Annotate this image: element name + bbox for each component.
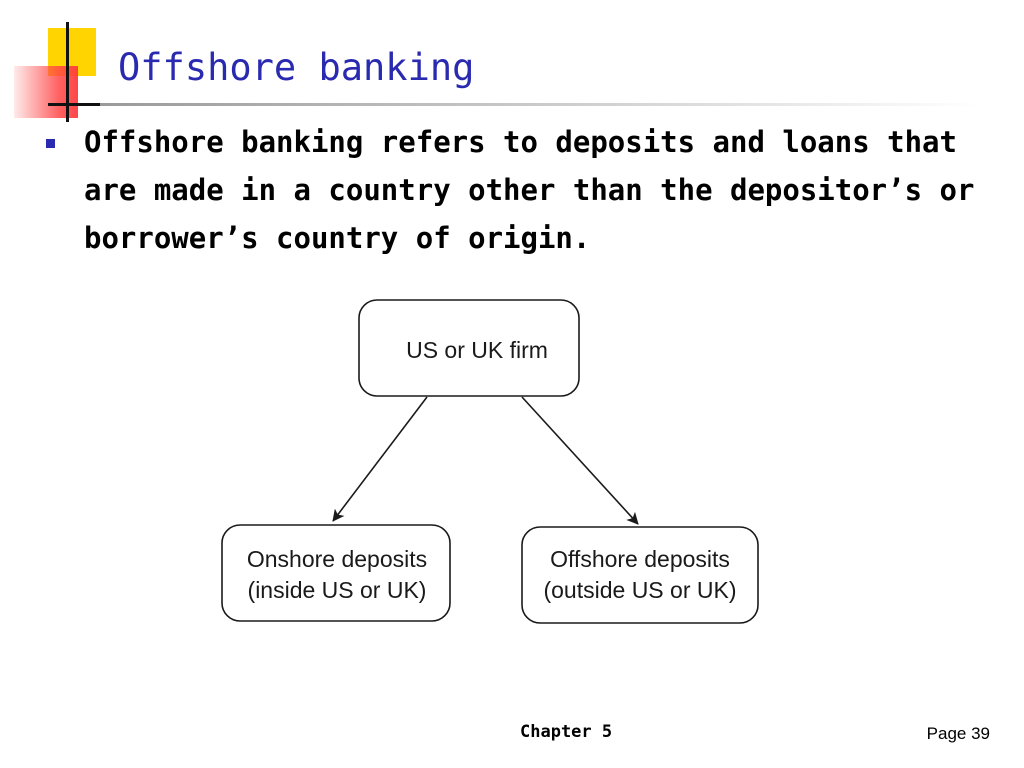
- logo-vertical-line: [66, 22, 69, 122]
- node-us-uk-firm-box: [358, 299, 580, 397]
- node-onshore-deposits-box: [221, 524, 451, 622]
- edge-firm-to-onshore: [332, 396, 428, 522]
- bullet-text: Offshore banking refers to deposits and …: [84, 125, 975, 255]
- node-us-uk-firm-label: US or UK firm: [406, 337, 548, 363]
- footer-chapter: Chapter 5: [520, 722, 613, 742]
- node-offshore-deposits-line1: Offshore deposits: [550, 546, 730, 572]
- corner-logo-icon: [0, 0, 120, 122]
- node-onshore-deposits-line1: Onshore deposits: [247, 546, 427, 572]
- node-offshore-deposits-line2: (outside US or UK): [543, 577, 736, 603]
- edge-firm-to-offshore: [521, 396, 639, 525]
- node-offshore-deposits: Offshore deposits (outside US or UK): [521, 526, 759, 624]
- node-onshore-deposits-line2: (inside US or UK): [248, 577, 427, 603]
- footer-page-number: Page 39: [926, 724, 990, 743]
- bullet-square-icon: [46, 139, 55, 148]
- title-underline: [100, 103, 980, 106]
- node-onshore-deposits: Onshore deposits (inside US or UK): [221, 524, 451, 622]
- node-us-uk-firm: US or UK firm: [358, 299, 580, 397]
- slide-title: Offshore banking: [118, 46, 475, 89]
- node-offshore-deposits-box: [521, 526, 759, 624]
- logo-horizontal-line: [48, 103, 100, 106]
